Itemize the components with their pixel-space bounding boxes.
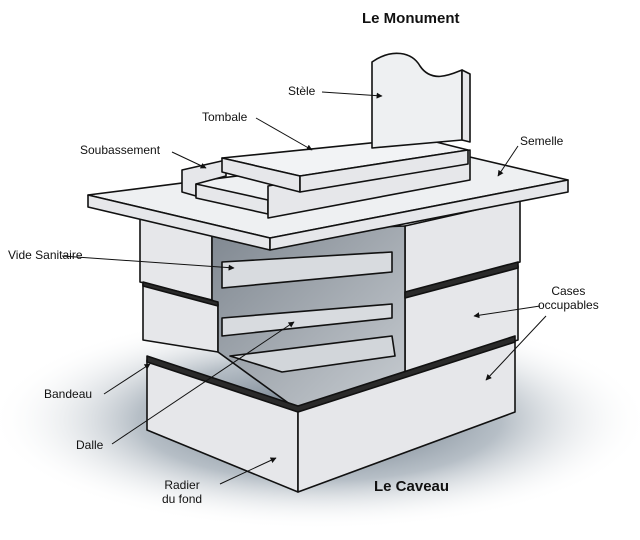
label-dalle: Dalle (76, 438, 104, 452)
stele-slab (371, 52, 463, 149)
title-monument: Le Monument (362, 10, 460, 27)
label-vide-sanitaire: Vide Sanitaire (8, 248, 83, 262)
interior-shelf-upper (221, 251, 393, 289)
label-tombale: Tombale (202, 110, 248, 124)
leader-radier (219, 457, 277, 485)
label-radier-du-fond: Radier du fond (162, 478, 202, 506)
label-radier-line-2: du fond (162, 492, 203, 506)
bandeau-joint-lower (146, 335, 516, 413)
leader-cases-occupables-1 (473, 305, 541, 319)
tombale-right-face (299, 149, 469, 193)
bandeau-joint-right (404, 261, 519, 299)
label-stele: Stèle (288, 84, 316, 98)
leader-bandeau (103, 363, 151, 395)
stele-side (461, 69, 471, 143)
label-cases-occupables: Cases occupables (538, 284, 599, 312)
leader-semelle (497, 145, 519, 177)
leader-vide-sanitaire (61, 255, 235, 271)
leader-soubassement (171, 151, 207, 169)
leader-dalle (111, 321, 295, 445)
interior-shelf-lower (221, 303, 393, 337)
label-soubassement: Soubassement (80, 143, 161, 157)
leader-stele (321, 91, 383, 99)
semelle-right-edge (269, 179, 569, 251)
leader-tombale (255, 117, 313, 151)
interior-floor (229, 335, 396, 373)
label-radier-line-1: Radier (164, 478, 200, 492)
bandeau-joint-left (142, 281, 219, 307)
leader-cases-occupables-2 (485, 315, 547, 381)
label-semelle: Semelle (520, 134, 564, 148)
label-bandeau: Bandeau (44, 387, 93, 401)
label-cases-occupables-line-2: occupables (538, 298, 599, 312)
label-cases-occupables-line-1: Cases (551, 284, 586, 298)
title-caveau: Le Caveau (374, 478, 450, 495)
